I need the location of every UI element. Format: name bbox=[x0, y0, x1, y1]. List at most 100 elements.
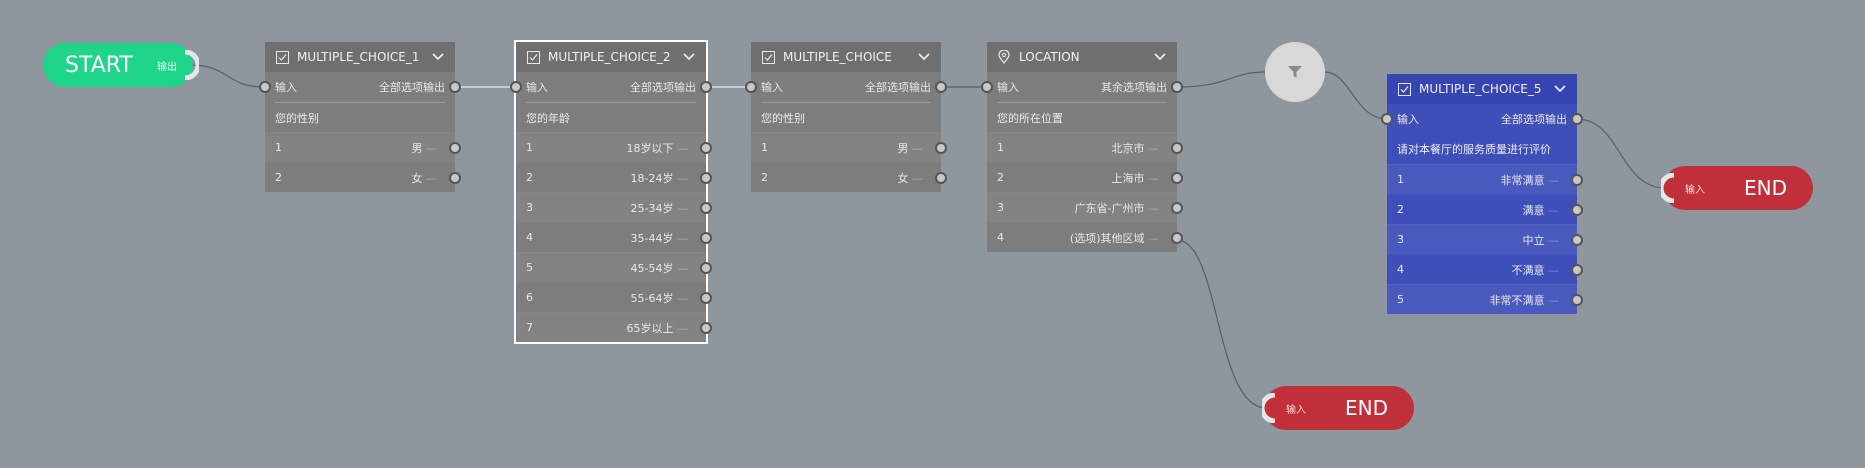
option-label: (选项)其他区域 bbox=[1070, 230, 1159, 246]
end-node[interactable]: 输入 END bbox=[1262, 386, 1414, 430]
option-port[interactable] bbox=[700, 142, 712, 154]
option-number: 4 bbox=[997, 231, 1004, 244]
option-port[interactable] bbox=[1571, 294, 1583, 306]
option-label: 非常不满意 bbox=[1490, 292, 1560, 308]
node-header[interactable]: MULTIPLE_CHOICE_1 bbox=[265, 42, 455, 72]
node-title: LOCATION bbox=[1019, 50, 1080, 64]
chevron-down-icon[interactable] bbox=[431, 50, 445, 64]
end-title: END bbox=[1345, 396, 1388, 420]
option-port[interactable] bbox=[700, 172, 712, 184]
node-header[interactable]: MULTIPLE_CHOICE_2 bbox=[516, 42, 706, 72]
option-port[interactable] bbox=[935, 172, 947, 184]
option-number: 4 bbox=[526, 231, 533, 244]
option-port[interactable] bbox=[1571, 234, 1583, 246]
option-port[interactable] bbox=[700, 202, 712, 214]
question-text: 您的性别 bbox=[275, 102, 445, 132]
input-port[interactable] bbox=[981, 81, 993, 93]
output-port[interactable] bbox=[935, 81, 947, 93]
option-port[interactable] bbox=[700, 322, 712, 334]
start-node[interactable]: START 输出 bbox=[43, 43, 199, 87]
node-header[interactable]: MULTIPLE_CHOICE_5 bbox=[1387, 74, 1577, 104]
end-input-port[interactable] bbox=[1661, 173, 1675, 203]
option-label: 女 bbox=[898, 170, 924, 186]
io-row: 输入 全部选项输出 bbox=[745, 72, 947, 102]
option-port[interactable] bbox=[449, 172, 461, 184]
option-port[interactable] bbox=[935, 142, 947, 154]
output-port[interactable] bbox=[700, 81, 712, 93]
input-port[interactable] bbox=[259, 81, 271, 93]
option-number: 2 bbox=[761, 171, 768, 184]
chevron-down-icon[interactable] bbox=[1153, 50, 1167, 64]
option-port[interactable] bbox=[1571, 264, 1583, 276]
chevron-down-icon[interactable] bbox=[682, 50, 696, 64]
option-number: 5 bbox=[526, 261, 533, 274]
option-number: 1 bbox=[997, 141, 1004, 154]
option-port[interactable] bbox=[700, 232, 712, 244]
option-label: 65岁以上 bbox=[627, 320, 689, 336]
end-input-label: 输入 bbox=[1286, 404, 1306, 416]
node-header[interactable]: LOCATION bbox=[987, 42, 1177, 72]
option-number: 3 bbox=[526, 201, 533, 214]
option-label: 男 bbox=[898, 140, 924, 156]
node-title: MULTIPLE_CHOICE bbox=[783, 50, 892, 64]
input-port[interactable] bbox=[745, 81, 757, 93]
option-port[interactable] bbox=[700, 262, 712, 274]
option-port[interactable] bbox=[1171, 232, 1183, 244]
option-label: 上海市 bbox=[1112, 170, 1160, 186]
option-row: 1 男 bbox=[265, 132, 461, 162]
start-output-port[interactable] bbox=[185, 50, 199, 80]
wire-filter-to-mc5 bbox=[1324, 71, 1388, 120]
option-number: 2 bbox=[275, 171, 282, 184]
option-number: 2 bbox=[526, 171, 533, 184]
option-label: 女 bbox=[412, 170, 438, 186]
input-label: 输入 bbox=[275, 81, 297, 94]
option-port[interactable] bbox=[1571, 204, 1583, 216]
option-port[interactable] bbox=[1171, 202, 1183, 214]
input-port[interactable] bbox=[1381, 113, 1393, 125]
input-label: 输入 bbox=[1397, 113, 1419, 126]
io-row: 输入 全部选项输出 bbox=[510, 72, 712, 102]
option-label: 北京市 bbox=[1112, 140, 1160, 156]
checkbox-icon bbox=[1397, 82, 1411, 96]
output-port[interactable] bbox=[1171, 81, 1183, 93]
option-row: 4 (选项)其他区域 bbox=[987, 222, 1183, 252]
node-title: MULTIPLE_CHOICE_1 bbox=[297, 50, 420, 64]
node-multiple-choice-1[interactable]: MULTIPLE_CHOICE_1 输入 全部选项输出 您的性别 1 男 2 女 bbox=[259, 42, 461, 192]
output-port[interactable] bbox=[449, 81, 461, 93]
end-node[interactable]: 输入 END bbox=[1661, 166, 1813, 210]
option-label: 满意 bbox=[1523, 202, 1560, 218]
option-port[interactable] bbox=[449, 142, 461, 154]
node-multiple-choice-5[interactable]: MULTIPLE_CHOICE_5 输入 全部选项输出 请对本餐厅的服务质量进行… bbox=[1381, 74, 1583, 314]
filter-node[interactable] bbox=[1265, 42, 1325, 102]
option-label: 非常满意 bbox=[1501, 172, 1560, 188]
chevron-down-icon[interactable] bbox=[1553, 82, 1567, 96]
node-title: MULTIPLE_CHOICE_2 bbox=[548, 50, 671, 64]
option-label: 25-34岁 bbox=[631, 200, 688, 216]
option-port[interactable] bbox=[1171, 142, 1183, 154]
question-text: 您的年龄 bbox=[526, 102, 696, 132]
chevron-down-icon[interactable] bbox=[917, 50, 931, 64]
question-text: 请对本餐厅的服务质量进行评价 bbox=[1397, 143, 1551, 156]
input-port[interactable] bbox=[510, 81, 522, 93]
output-port[interactable] bbox=[1571, 113, 1583, 125]
option-port[interactable] bbox=[1571, 174, 1583, 186]
end-input-label: 输入 bbox=[1685, 184, 1705, 196]
option-label: 55-64岁 bbox=[631, 290, 688, 306]
option-port[interactable] bbox=[700, 292, 712, 304]
option-number: 1 bbox=[275, 141, 282, 154]
option-port[interactable] bbox=[1171, 172, 1183, 184]
end-title: END bbox=[1744, 176, 1787, 200]
end-input-port[interactable] bbox=[1262, 393, 1276, 423]
start-title: START bbox=[65, 52, 133, 78]
node-multiple-choice[interactable]: MULTIPLE_CHOICE 输入 全部选项输出 您的性别 1男 2女 bbox=[745, 42, 947, 192]
node-header[interactable]: MULTIPLE_CHOICE bbox=[751, 42, 941, 72]
